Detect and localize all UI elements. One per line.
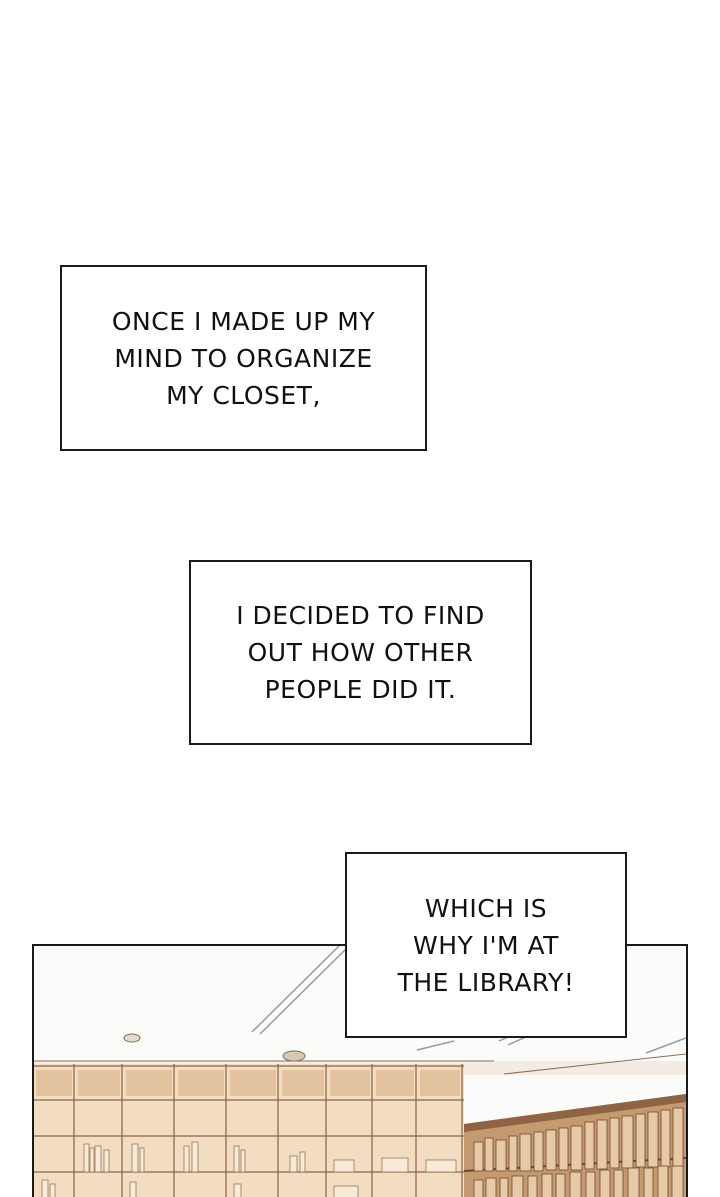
- narration-box-1: ONCE I MADE UP MY MIND TO ORGANIZE MY CL…: [60, 265, 427, 451]
- narration-text-1: ONCE I MADE UP MY MIND TO ORGANIZE MY CL…: [111, 306, 376, 410]
- narration-text-3: WHICH IS WHY I'M AT THE LIBRARY!: [397, 893, 575, 997]
- narration-text-2: I DECIDED TO FIND OUT HOW OTHER PEOPLE D…: [236, 601, 485, 704]
- narration-box-2: I DECIDED TO FIND OUT HOW OTHER PEOPLE D…: [189, 560, 532, 745]
- left-bookshelves: [34, 1064, 464, 1197]
- right-bookshelves: [463, 1094, 686, 1197]
- narration-box-3: WHICH IS WHY I'M AT THE LIBRARY!: [345, 852, 627, 1038]
